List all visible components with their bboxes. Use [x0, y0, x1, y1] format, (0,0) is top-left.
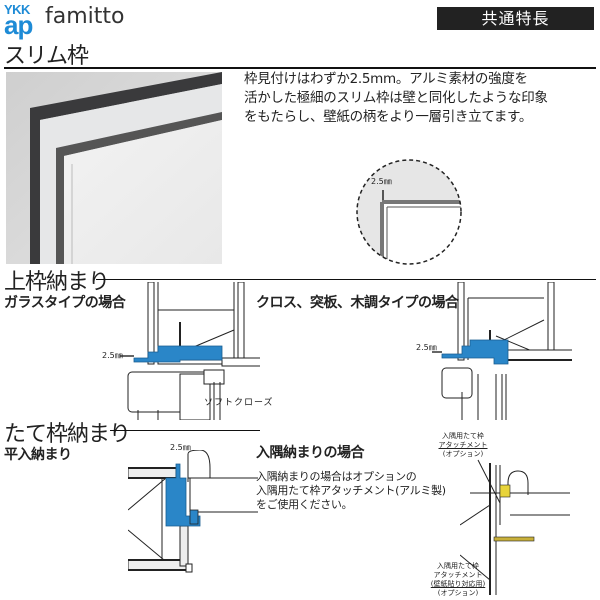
frame-corner-photo [6, 72, 222, 264]
flat-dimension-label: 2.5㎜ [170, 443, 191, 452]
glass-type-label: ガラスタイプの場合 [4, 295, 126, 311]
callout-line: 入隅用たて枠 [442, 432, 484, 440]
cloth-dimension-label: 2.5㎜ [416, 343, 437, 352]
description-line: をもたらし、壁紙の柄をより一層引き立てます。 [244, 109, 533, 125]
callout-line: (オプション) [442, 450, 484, 458]
logo-ykk-text: YKK [4, 2, 30, 17]
top-frame-title: 上枠納まり [4, 270, 110, 295]
attachment-callout-bottom: 入隅用たて枠 アタッチメント (壁紙貼り対応用) (オプション) [420, 562, 496, 598]
detail-dimension-label: 2.5㎜ [371, 177, 392, 186]
description-line: をご使用ください。 [256, 498, 353, 511]
description-line: 入隅納まりの場合はオプションの [256, 470, 417, 483]
flat-fit-section-drawing [128, 450, 258, 573]
flat-fit-label: 平入納まり [4, 447, 72, 463]
description-line: 活かした極細のスリム枠は壁と同化したような印象 [244, 90, 548, 106]
cloth-type-label: クロス、突板、木調タイプの場合 [256, 295, 459, 311]
brand-name: famitto [45, 4, 125, 29]
vertical-frame-title: たて枠納まり [4, 422, 131, 447]
divider [4, 67, 596, 69]
callout-line: (オプション) [437, 589, 479, 597]
section-badge: 共通特長 [437, 7, 594, 30]
ykk-ap-logo: YKK ap [4, 2, 38, 38]
description-line: 枠見付けはわずか2.5mm。アルミ素材の強度を [244, 71, 528, 87]
callout-line: アタッチメント [433, 571, 483, 579]
attachment-callout-top: 入隅用たて枠 アタッチメント (オプション) [428, 432, 498, 459]
corner-fit-label: 入隅納まりの場合 [256, 445, 365, 461]
divider [96, 279, 596, 280]
callout-line: 入隅用たて枠 [437, 562, 479, 570]
callout-line: (壁紙貼り対応用) [430, 580, 486, 588]
logo-ap-text: ap [4, 10, 33, 40]
glass-type-section-drawing [120, 282, 260, 420]
frame-width-detail [356, 159, 462, 265]
slim-frame-title: スリム枠 [4, 44, 89, 69]
divider [110, 430, 260, 431]
cloth-type-section-drawing [432, 282, 572, 420]
callout-line: アタッチメント [438, 441, 488, 449]
glass-dimension-label: 2.5㎜ [102, 351, 123, 360]
slim-frame-description: 枠見付けはわずか2.5mm。アルミ素材の強度を 活かした極細のスリム枠は壁と同化… [244, 70, 548, 127]
corner-fit-section-drawing [460, 459, 570, 595]
soft-close-label: ソフトクローズ [204, 398, 274, 408]
description-line: 入隅用たて枠アタッチメント(アルミ製) [256, 484, 446, 497]
corner-fit-description: 入隅納まりの場合はオプションの 入隅用たて枠アタッチメント(アルミ製) をご使用… [256, 470, 446, 512]
